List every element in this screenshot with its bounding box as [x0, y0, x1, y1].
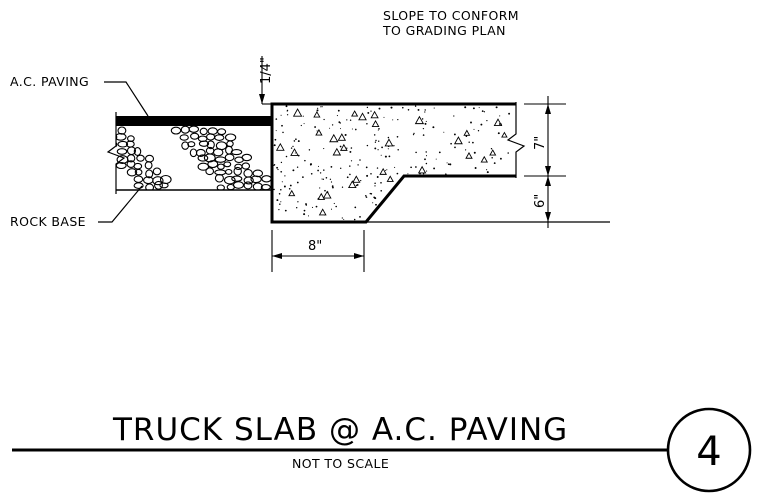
slope-note-line1: SLOPE TO CONFORM	[383, 8, 519, 23]
rock-base-leader	[98, 185, 143, 223]
detail-number: 4	[696, 429, 721, 475]
thickened-edge-depth-text: 6"	[533, 194, 548, 208]
rock-base-label: ROCK BASE	[10, 214, 86, 229]
paving-thickness-text: 1/4"	[259, 57, 274, 84]
slab-dim-arrow-top	[545, 104, 551, 114]
slab-dim-arrow-bottom	[545, 212, 551, 222]
rock-base-hatch	[116, 126, 272, 190]
width-dim-arrow-left	[272, 253, 282, 259]
thickened-edge-width-dimension	[271, 230, 365, 272]
slab-thickness-text: 7"	[533, 136, 548, 150]
concrete-slab-outline	[270, 102, 516, 224]
left-break-line	[106, 112, 126, 194]
ac-paving-layer	[116, 116, 272, 126]
paving-dim-arrow	[259, 94, 265, 104]
detail-number-circle	[666, 407, 752, 493]
width-dim-arrow-right	[354, 253, 364, 259]
concrete-stipple	[273, 105, 515, 221]
detail-title: TRUCK SLAB @ A.C. PAVING	[112, 412, 568, 448]
ac-paving-leader	[104, 81, 149, 117]
scale-note: NOT TO SCALE	[292, 456, 389, 471]
thickened-edge-width-text: 8"	[308, 239, 322, 254]
right-break-line	[506, 102, 526, 178]
slab-dim-arrow-mid-down	[545, 176, 551, 186]
slab-depth-dimensions	[524, 96, 566, 228]
slope-note-line2: TO GRADING PLAN	[382, 23, 506, 38]
ac-paving-label: A.C. PAVING	[10, 74, 89, 89]
slab-dim-arrow-mid-up	[545, 166, 551, 176]
